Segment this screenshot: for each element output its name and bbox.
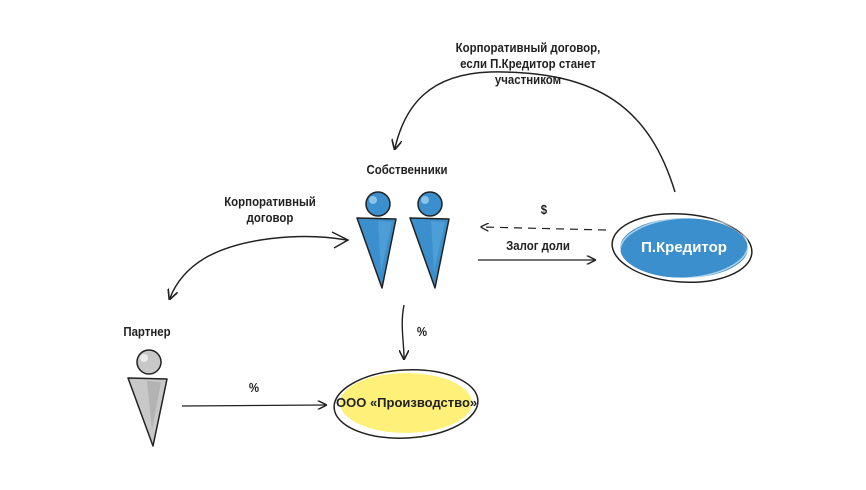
arrow-owners-to-partner bbox=[170, 235, 348, 298]
label-line: если П.Кредитор станет bbox=[460, 56, 596, 71]
label-owners: Собственники bbox=[366, 162, 448, 177]
arrow-owners-head bbox=[331, 231, 350, 249]
label-corp-agreement-partner: Корпоративный договор bbox=[217, 194, 323, 226]
label-percent-owners: % bbox=[416, 324, 428, 339]
arrow-dollar-dashed bbox=[482, 227, 607, 230]
partner-person bbox=[127, 349, 168, 447]
arrow-owners-to-company bbox=[402, 304, 404, 358]
label-line: участником bbox=[494, 72, 562, 87]
owner-person-2 bbox=[409, 191, 450, 289]
label-partner: Партнер bbox=[123, 324, 171, 339]
company-node bbox=[333, 369, 479, 439]
company-label: ООО «Производство» bbox=[336, 395, 478, 410]
owner-person-1 bbox=[356, 191, 397, 289]
creditor-node bbox=[611, 212, 753, 284]
creditor-label: П.Кредитор bbox=[641, 239, 727, 256]
label-dollar: $ bbox=[540, 202, 548, 217]
arrow-partner-to-company bbox=[181, 405, 325, 406]
label-corp-agreement-creditor: Корпоративный договор, если П.Кредитор с… bbox=[440, 40, 616, 88]
label-line: Корпоративный bbox=[224, 194, 316, 209]
label-line: договор bbox=[246, 210, 294, 225]
label-percent-partner: % bbox=[248, 380, 260, 395]
arrow-creditor-to-owners bbox=[395, 71, 676, 193]
label-line: Корпоративный договор, bbox=[455, 40, 601, 55]
label-pledge: Залог доли bbox=[506, 238, 570, 253]
